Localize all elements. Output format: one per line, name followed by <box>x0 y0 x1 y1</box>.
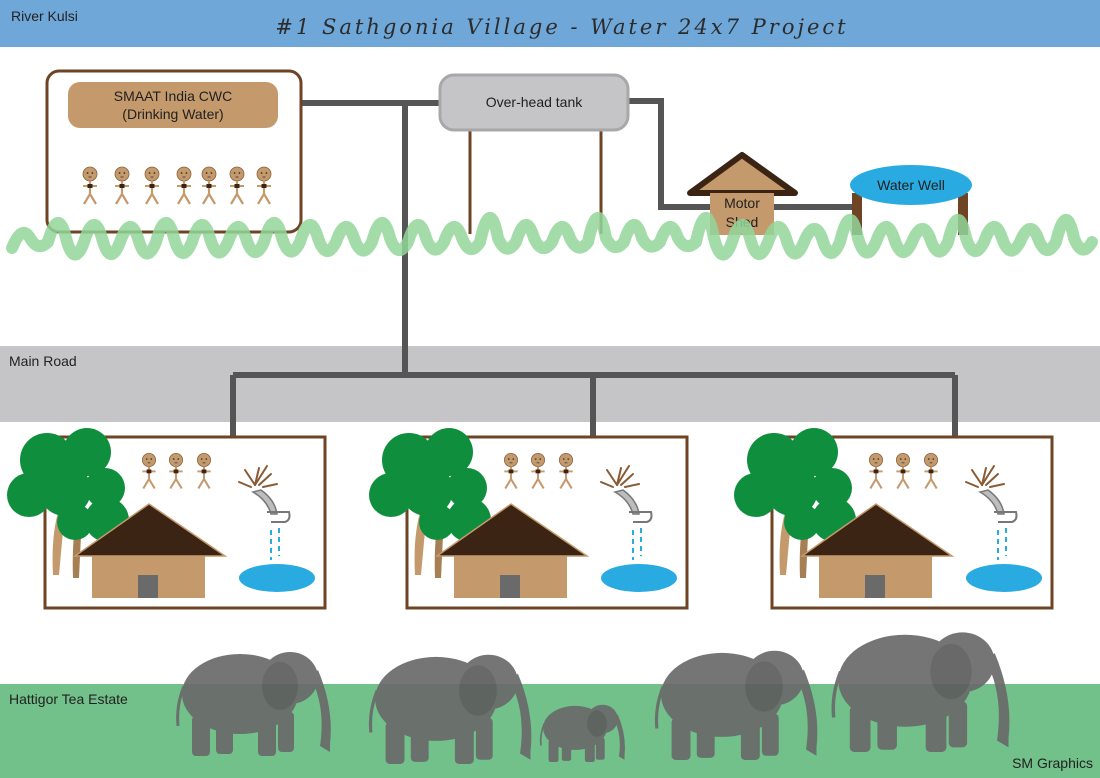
grass-line <box>6 212 1098 261</box>
motor-shed-roof <box>687 152 798 196</box>
villagers <box>868 452 939 490</box>
water-drips <box>997 528 1007 560</box>
tree <box>7 428 129 542</box>
water-well-label: Water Well <box>877 177 945 193</box>
elephant <box>539 704 625 762</box>
elephant <box>831 632 1010 752</box>
pipe-network <box>230 98 958 492</box>
motor-shed-line1: Motor <box>724 195 760 211</box>
person-figure <box>256 166 272 205</box>
main-road-label: Main Road <box>9 353 77 369</box>
hut-door <box>500 575 520 598</box>
person-figure <box>168 452 184 490</box>
elephant <box>176 652 331 756</box>
water-tap <box>965 465 1018 523</box>
water-tap <box>600 465 653 523</box>
elephant <box>368 654 532 764</box>
overhead-tank-label: Over-head tank <box>486 94 583 110</box>
person-figure <box>895 452 911 490</box>
water-tap <box>238 465 291 523</box>
house-plot-2 <box>369 428 689 610</box>
person-figure <box>144 166 160 205</box>
well-post-right <box>958 193 968 235</box>
hut-roof <box>72 503 228 557</box>
well-post-left <box>852 193 862 235</box>
source-people <box>82 166 272 205</box>
main-road-band <box>0 346 1100 422</box>
diagram-title: #1 Sathgonia Village - Water 24x7 Projec… <box>275 15 848 39</box>
hut-roof <box>799 503 955 557</box>
water-pond <box>239 564 315 592</box>
person-figure <box>530 452 546 490</box>
person-figure <box>229 166 245 205</box>
water-pond <box>966 564 1042 592</box>
villagers <box>141 452 212 490</box>
source-name-line2: (Drinking Water) <box>122 106 223 122</box>
source-label-pill <box>68 82 278 128</box>
water-well <box>850 165 972 205</box>
hut-door <box>138 575 158 598</box>
overhead-tank <box>438 73 630 132</box>
water-drips <box>632 528 642 560</box>
water-pond <box>601 564 677 592</box>
person-figure <box>82 166 98 205</box>
tree <box>369 428 491 542</box>
person-figure <box>196 452 212 490</box>
water-drips <box>270 528 280 560</box>
elephant-herd <box>176 632 1010 764</box>
house-plot-1 <box>7 428 327 610</box>
villagers <box>503 452 574 490</box>
tea-estate-label: Hattigor Tea Estate <box>9 691 128 707</box>
person-figure <box>868 452 884 490</box>
person-figure <box>503 452 519 490</box>
person-figure <box>114 166 130 205</box>
person-figure <box>176 166 192 205</box>
source-name-line1: SMAAT India CWC <box>114 88 233 104</box>
tree <box>734 428 856 542</box>
person-figure <box>558 452 574 490</box>
hut-roof <box>434 503 590 557</box>
hut-door <box>865 575 885 598</box>
river-band <box>0 0 1100 47</box>
river-label: River Kulsi <box>11 8 78 24</box>
person-figure <box>923 452 939 490</box>
person-figure <box>141 452 157 490</box>
elephant <box>654 650 818 760</box>
credit-label: SM Graphics <box>1012 755 1093 771</box>
houses <box>7 428 1054 610</box>
person-figure <box>201 166 217 205</box>
house-plot-3 <box>734 428 1054 610</box>
